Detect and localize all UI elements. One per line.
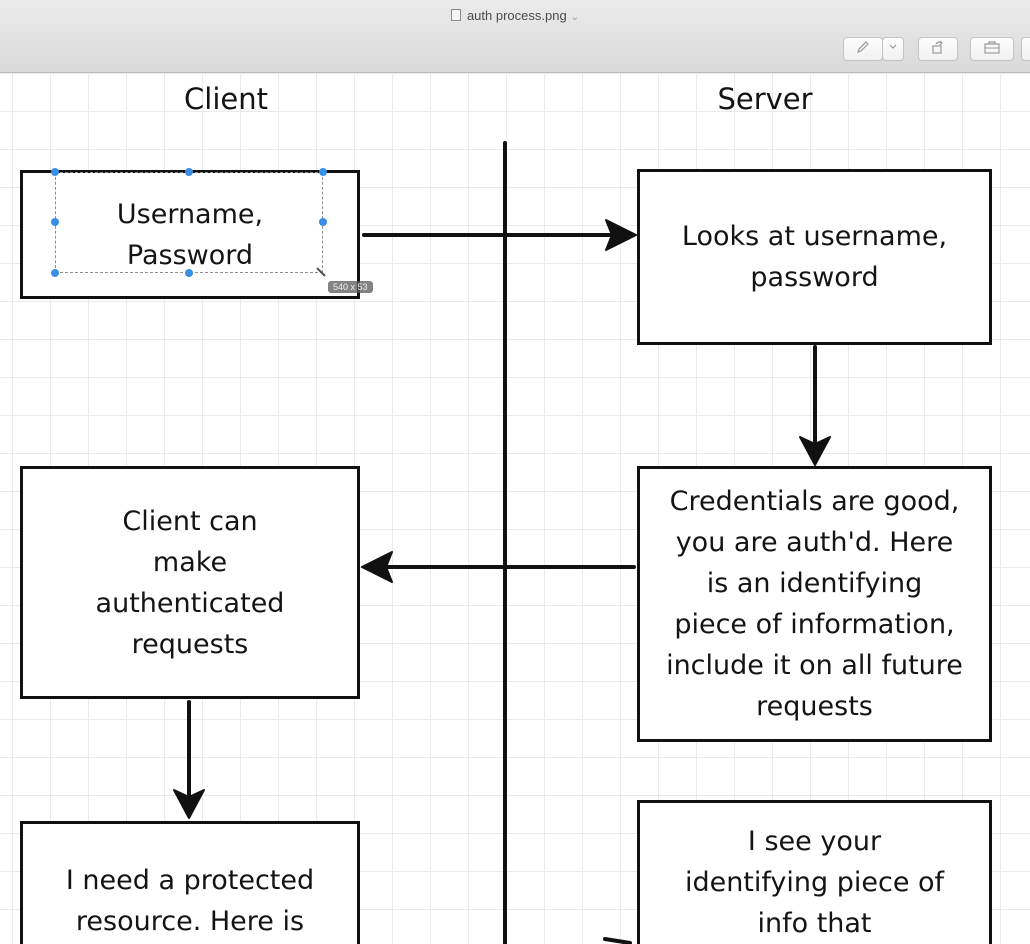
selection-handle[interactable] bbox=[51, 269, 59, 277]
box-username-password[interactable]: Username,Password bbox=[20, 170, 360, 299]
rotate-button[interactable] bbox=[918, 37, 958, 61]
selection-handle[interactable] bbox=[51, 218, 59, 226]
title-bar: auth process.png⌄ bbox=[0, 0, 1030, 73]
selection-handle[interactable] bbox=[319, 168, 327, 176]
arrowhead-down bbox=[173, 789, 205, 819]
selection-handle[interactable] bbox=[185, 168, 193, 176]
arrowhead-left bbox=[361, 551, 393, 583]
toolbox-button[interactable] bbox=[970, 37, 1014, 61]
briefcase-icon bbox=[984, 41, 1000, 54]
diagram-canvas: Client Server Username,Password Looks at… bbox=[0, 73, 1030, 944]
markup-button[interactable] bbox=[843, 37, 883, 61]
box-server-verifies[interactable]: Looks at username,password bbox=[637, 169, 992, 345]
window-title[interactable]: auth process.png⌄ bbox=[0, 8, 1030, 23]
overflow-button[interactable] bbox=[1021, 37, 1030, 61]
lane-label-server: Server bbox=[717, 82, 813, 116]
lane-label-client: Client bbox=[184, 82, 268, 116]
selection-handle[interactable] bbox=[51, 168, 59, 176]
rotate-icon bbox=[932, 40, 943, 54]
arrow-protected-to-server bbox=[603, 937, 632, 944]
resize-grip-icon[interactable] bbox=[316, 267, 326, 277]
selection-handle[interactable] bbox=[319, 218, 327, 226]
arrowhead-right bbox=[605, 219, 637, 251]
lane-divider bbox=[503, 141, 507, 944]
box-server-issues-token-text: Credentials are good,you are auth'd. Her… bbox=[666, 486, 963, 722]
box-username-password-text: Username,Password bbox=[116, 198, 264, 271]
box-server-issues-token[interactable]: Credentials are good,you are auth'd. Her… bbox=[637, 466, 992, 742]
selection-size-label: 540 x 53 bbox=[328, 281, 373, 293]
selection-handle[interactable] bbox=[185, 269, 193, 277]
pen-icon bbox=[857, 41, 869, 53]
markup-menu-button[interactable] bbox=[882, 37, 904, 61]
document-icon bbox=[450, 9, 461, 21]
arrowhead-down bbox=[799, 436, 831, 466]
chevron-down-icon: ⌄ bbox=[570, 12, 580, 23]
box-server-verifies-text: Looks at username,password bbox=[681, 221, 948, 293]
window-title-text: auth process.png bbox=[466, 8, 567, 23]
chevron-down-icon bbox=[889, 44, 897, 49]
